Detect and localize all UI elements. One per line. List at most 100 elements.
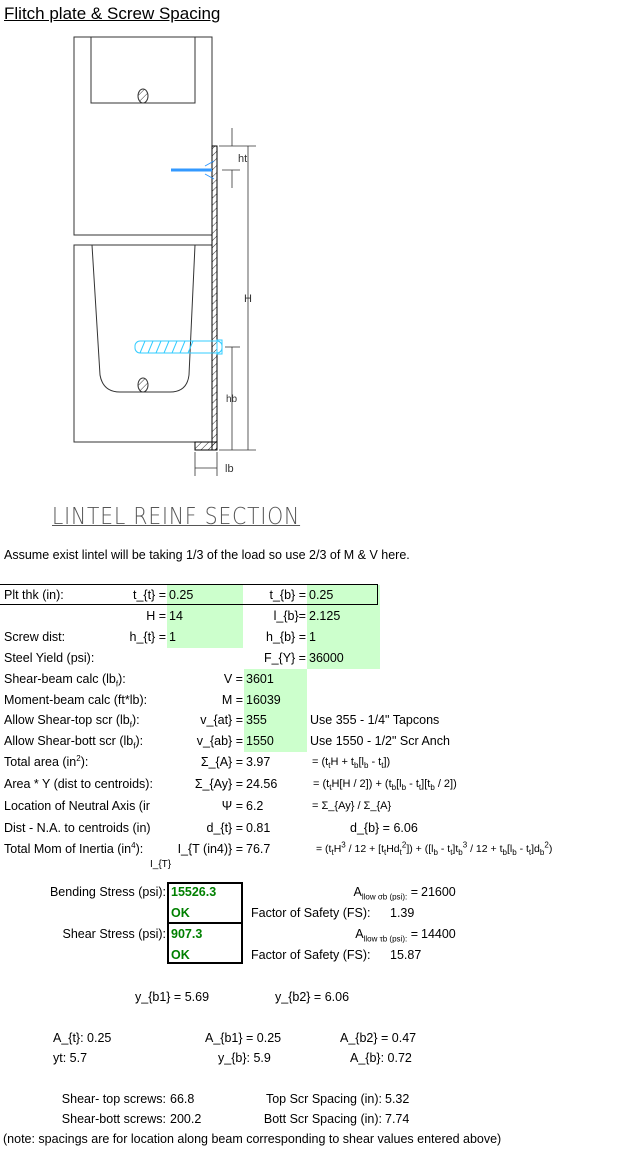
m-input[interactable]: 16039: [246, 693, 281, 707]
vat-note: Use 355 - 1/4" Tapcons: [310, 713, 440, 727]
fy-symbol: F_{Y} =: [263, 651, 306, 665]
shear-top-screws-label: Shear- top screws:: [61, 1092, 166, 1106]
drawing-caption: LINTEL REINF SECTION: [52, 504, 301, 530]
plt-thk-label: Plt thk (in):: [4, 588, 64, 602]
allow-shear-label: Allow τb (psi): =: [355, 927, 418, 944]
vat-input[interactable]: 355: [246, 713, 267, 727]
at-value: A_{t}: 0.25: [53, 1031, 112, 1045]
na-value: 6.2: [246, 799, 264, 813]
area-symbol: Σ_{A} =: [200, 755, 243, 769]
plate-thickness-row-border: [0, 584, 378, 605]
it-formula: = (ttH3 / 12 + [ttHdt2]) + ([lb - tt]tb3…: [316, 840, 553, 858]
yb2-value: y_{b2} = 6.06: [275, 990, 350, 1004]
area-formula: = (ttH + tb[lb - tt]): [312, 756, 391, 771]
bott-spacing-value: 7.74: [385, 1112, 410, 1126]
v-symbol: V =: [223, 672, 243, 686]
ay-formula: = (ttH[H / 2]) + (tb[lb - tt][tb / 2]): [313, 778, 457, 793]
shear-stress-value: 907.3: [171, 927, 203, 941]
bending-status: OK: [171, 906, 190, 920]
dist-na-label: Dist - N.A. to centroids (in): [4, 821, 151, 835]
lb-symbol: l_{b}=: [273, 609, 306, 623]
bending-stress-label: Bending Stress (psi):: [49, 885, 166, 899]
bottom-screw-icon: [134, 339, 223, 355]
tb-symbol: t_{b} =: [269, 588, 307, 602]
H-symbol: H =: [146, 609, 166, 623]
input-cells-col-c: [167, 585, 243, 648]
na-formula: = Σ_{Ay} / Σ_{A}: [312, 800, 392, 812]
ht-symbol: h_{t} =: [129, 630, 167, 644]
ay-symbol: Σ_{Ay} =: [194, 777, 243, 791]
lintel-section-drawing: ht H hb lb: [73, 36, 256, 476]
screw-dist-label: Screw dist:: [4, 630, 66, 644]
shear-beam-label: Shear-beam calc (lbf):: [4, 672, 126, 689]
ab-value: A_{b}: 0.72: [350, 1051, 412, 1065]
tb-input[interactable]: 0.25: [309, 588, 334, 602]
shear-box: [167, 922, 243, 964]
bending-stress-value: 15526.3: [171, 885, 217, 899]
ay-value: 24.56: [246, 777, 278, 791]
input-cells-col-e: [307, 585, 380, 669]
ht-input[interactable]: 1: [169, 630, 176, 644]
ab1-value: A_{b1} = 0.25: [205, 1031, 282, 1045]
ab2-value: A_{b2} = 0.47: [340, 1031, 417, 1045]
shear-status: OK: [171, 948, 190, 962]
upper-lintel-block: [73, 36, 213, 236]
flitch-plate: [211, 145, 218, 451]
top-spacing-label: Top Scr Spacing (in):: [265, 1092, 382, 1106]
moment-beam-label: Moment-beam calc (ft*lb):: [4, 693, 148, 707]
hb-input[interactable]: 1: [309, 630, 316, 644]
fs-shear-value: 15.87: [390, 948, 422, 962]
fy-input[interactable]: 36000: [309, 651, 344, 665]
yb1-value: y_{b1} = 5.69: [135, 990, 210, 1004]
dim-lb: lb: [225, 463, 234, 475]
allow-bending-label: Allow σb (psi): =: [353, 885, 418, 902]
allow-bending-value: 21600: [421, 885, 456, 899]
area-y-label: Area * Y (dist to centroids):: [4, 777, 153, 791]
db-value: d_{b} = 6.06: [350, 821, 418, 835]
fs-shear-label: Factor of Safety (FS):: [251, 948, 371, 962]
lb-input[interactable]: 2.125: [309, 609, 341, 623]
bending-box: [167, 882, 243, 924]
allow-shear-top-label: Allow Shear-top scr (lbf):: [4, 713, 140, 730]
fs-bending-value: 1.39: [390, 906, 415, 920]
hb-symbol: h_{b} =: [266, 630, 306, 644]
v-input[interactable]: 3601: [246, 672, 274, 686]
yt-value: yt: 5.7: [53, 1051, 88, 1065]
bottom-plate: [194, 441, 218, 451]
vat-symbol: v_{at} =: [200, 713, 243, 727]
steel-yield-label: Steel Yield (psi):: [4, 651, 95, 665]
shear-top-screws-value: 66.8: [170, 1092, 195, 1106]
H-input[interactable]: 14: [169, 609, 183, 623]
m-symbol: M =: [221, 693, 243, 707]
rebar-bottom: [137, 377, 149, 393]
tt-input[interactable]: 0.25: [169, 588, 194, 602]
na-symbol: Ψ =: [221, 799, 243, 813]
shear-stress-label: Shear Stress (psi):: [62, 927, 166, 941]
yb-value: y_{b}: 5.9: [218, 1051, 271, 1065]
allow-shear-bott-label: Allow Shear-bott scr (lbf):: [4, 734, 144, 751]
dim-H: H: [244, 293, 252, 305]
page-title: Flitch plate & Screw Spacing: [4, 4, 221, 23]
lower-u-channel: [91, 244, 196, 393]
vab-note: Use 1550 - 1/2" Scr Anch: [310, 734, 450, 748]
bott-spacing-label: Bott Scr Spacing (in):: [263, 1112, 382, 1126]
it-symbol: I_{T (in4)} =: [177, 842, 243, 856]
vab-input[interactable]: 1550: [246, 734, 274, 748]
allow-shear-value: 14400: [421, 927, 456, 941]
shear-bott-screws-label: Shear-bott screws:: [61, 1112, 166, 1126]
mom-inertia-label: Total Mom of Inertia (in4):: [4, 840, 144, 856]
lower-lintel-block: [73, 244, 213, 443]
vab-symbol: v_{ab} =: [196, 734, 243, 748]
dim-ht: ht: [238, 153, 247, 165]
dim-hb: hb: [226, 394, 238, 405]
top-screw-icon: [171, 160, 215, 180]
top-spacing-value: 5.32: [385, 1092, 410, 1106]
assumption-note: Assume exist lintel will be taking 1/3 o…: [4, 548, 410, 562]
shear-bott-screws-value: 200.2: [170, 1112, 202, 1126]
dt-symbol: d_{t} =: [206, 821, 244, 835]
neutral-axis-label: Location of Neutral Axis (ir: [4, 799, 150, 813]
rebar-top: [137, 88, 149, 104]
dt-value: 0.81: [246, 821, 271, 835]
spacing-note: (note: spacings are for location along b…: [3, 1132, 502, 1146]
it-value: 76.7: [246, 842, 271, 856]
